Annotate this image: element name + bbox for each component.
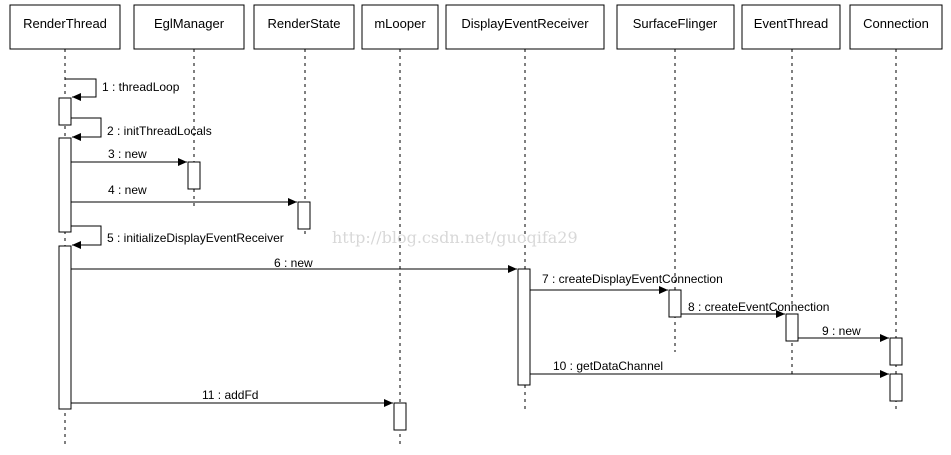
lifeline-connection: Connection: [849, 4, 943, 50]
message-2: 2 : initThreadLocals: [71, 117, 212, 141]
participant-title: EventThread: [754, 16, 828, 31]
participant-title: mLooper: [374, 16, 426, 31]
lifeline-egl-manager: EglManager: [133, 4, 245, 50]
lifeline-event-thread: EventThread: [741, 4, 841, 50]
activation-bar: [668, 289, 682, 318]
participant-title: RenderThread: [23, 16, 107, 31]
message-1: 1 : threadLoop: [65, 78, 180, 101]
message-6: 6 : new: [71, 256, 517, 273]
message-3: 3 : new: [71, 147, 187, 166]
activation-bar: [889, 337, 903, 366]
message-11: 11 : addFd: [71, 388, 393, 407]
participant-box: [253, 4, 355, 50]
message-arrow: [71, 225, 102, 249]
message-label: 11 : addFd: [202, 388, 258, 402]
lifeline-mlooper: mLooper: [361, 4, 439, 50]
message-4: 4 : new: [71, 183, 297, 206]
message-label: 3 : new: [108, 147, 147, 161]
lifeline-surface-flinger: SurfaceFlinger: [616, 4, 735, 50]
lifeline-render-thread: RenderThread: [9, 4, 121, 50]
message-label: 1 : threadLoop: [102, 80, 180, 94]
participant-title: SurfaceFlinger: [633, 16, 718, 31]
message-5: 5 : initializeDisplayEventReceiver: [71, 225, 284, 249]
message-8: 8 : createEventConnection: [681, 300, 829, 318]
participant-title: DisplayEventReceiver: [461, 16, 589, 31]
activation-bar: [58, 137, 72, 233]
lifeline-display-event-receiver: DisplayEventReceiver: [445, 4, 605, 50]
message-10: 10 : getDataChannel: [530, 359, 889, 378]
message-label: 9 : new: [822, 324, 861, 338]
activation-bar: [187, 161, 201, 190]
participant-box: [741, 4, 841, 50]
participant-box: [133, 4, 245, 50]
message-7: 7 : createDisplayEventConnection: [530, 272, 723, 294]
activation-bar: [58, 245, 72, 410]
message-label: 6 : new: [274, 256, 313, 270]
activation-bar: [889, 373, 903, 402]
participant-box: [361, 4, 439, 50]
message-arrow: [65, 78, 97, 101]
participant-box: [849, 4, 943, 50]
message-label: 8 : createEventConnection: [688, 300, 829, 314]
participant-title: Connection: [863, 16, 929, 31]
lifeline-render-state: RenderState: [253, 4, 355, 50]
message-label: 5 : initializeDisplayEventReceiver: [107, 231, 284, 245]
activation-bar: [785, 313, 799, 342]
activation-bar: [517, 268, 531, 386]
message-9: 9 : new: [798, 324, 889, 342]
message-label: 4 : new: [108, 183, 147, 197]
message-arrow: [71, 117, 102, 141]
message-label: 10 : getDataChannel: [553, 359, 663, 373]
participant-box: [616, 4, 735, 50]
message-label: 7 : createDisplayEventConnection: [542, 272, 723, 286]
watermark-text: http://blog.csdn.net/guoqifa29: [332, 228, 578, 247]
participant-title: RenderState: [268, 16, 341, 31]
participant-box: [9, 4, 121, 50]
activation-bar: [393, 402, 407, 431]
participant-title: EglManager: [154, 16, 225, 31]
activation-bar: [297, 201, 311, 230]
message-label: 2 : initThreadLocals: [107, 124, 212, 138]
activation-bar: [58, 97, 72, 126]
